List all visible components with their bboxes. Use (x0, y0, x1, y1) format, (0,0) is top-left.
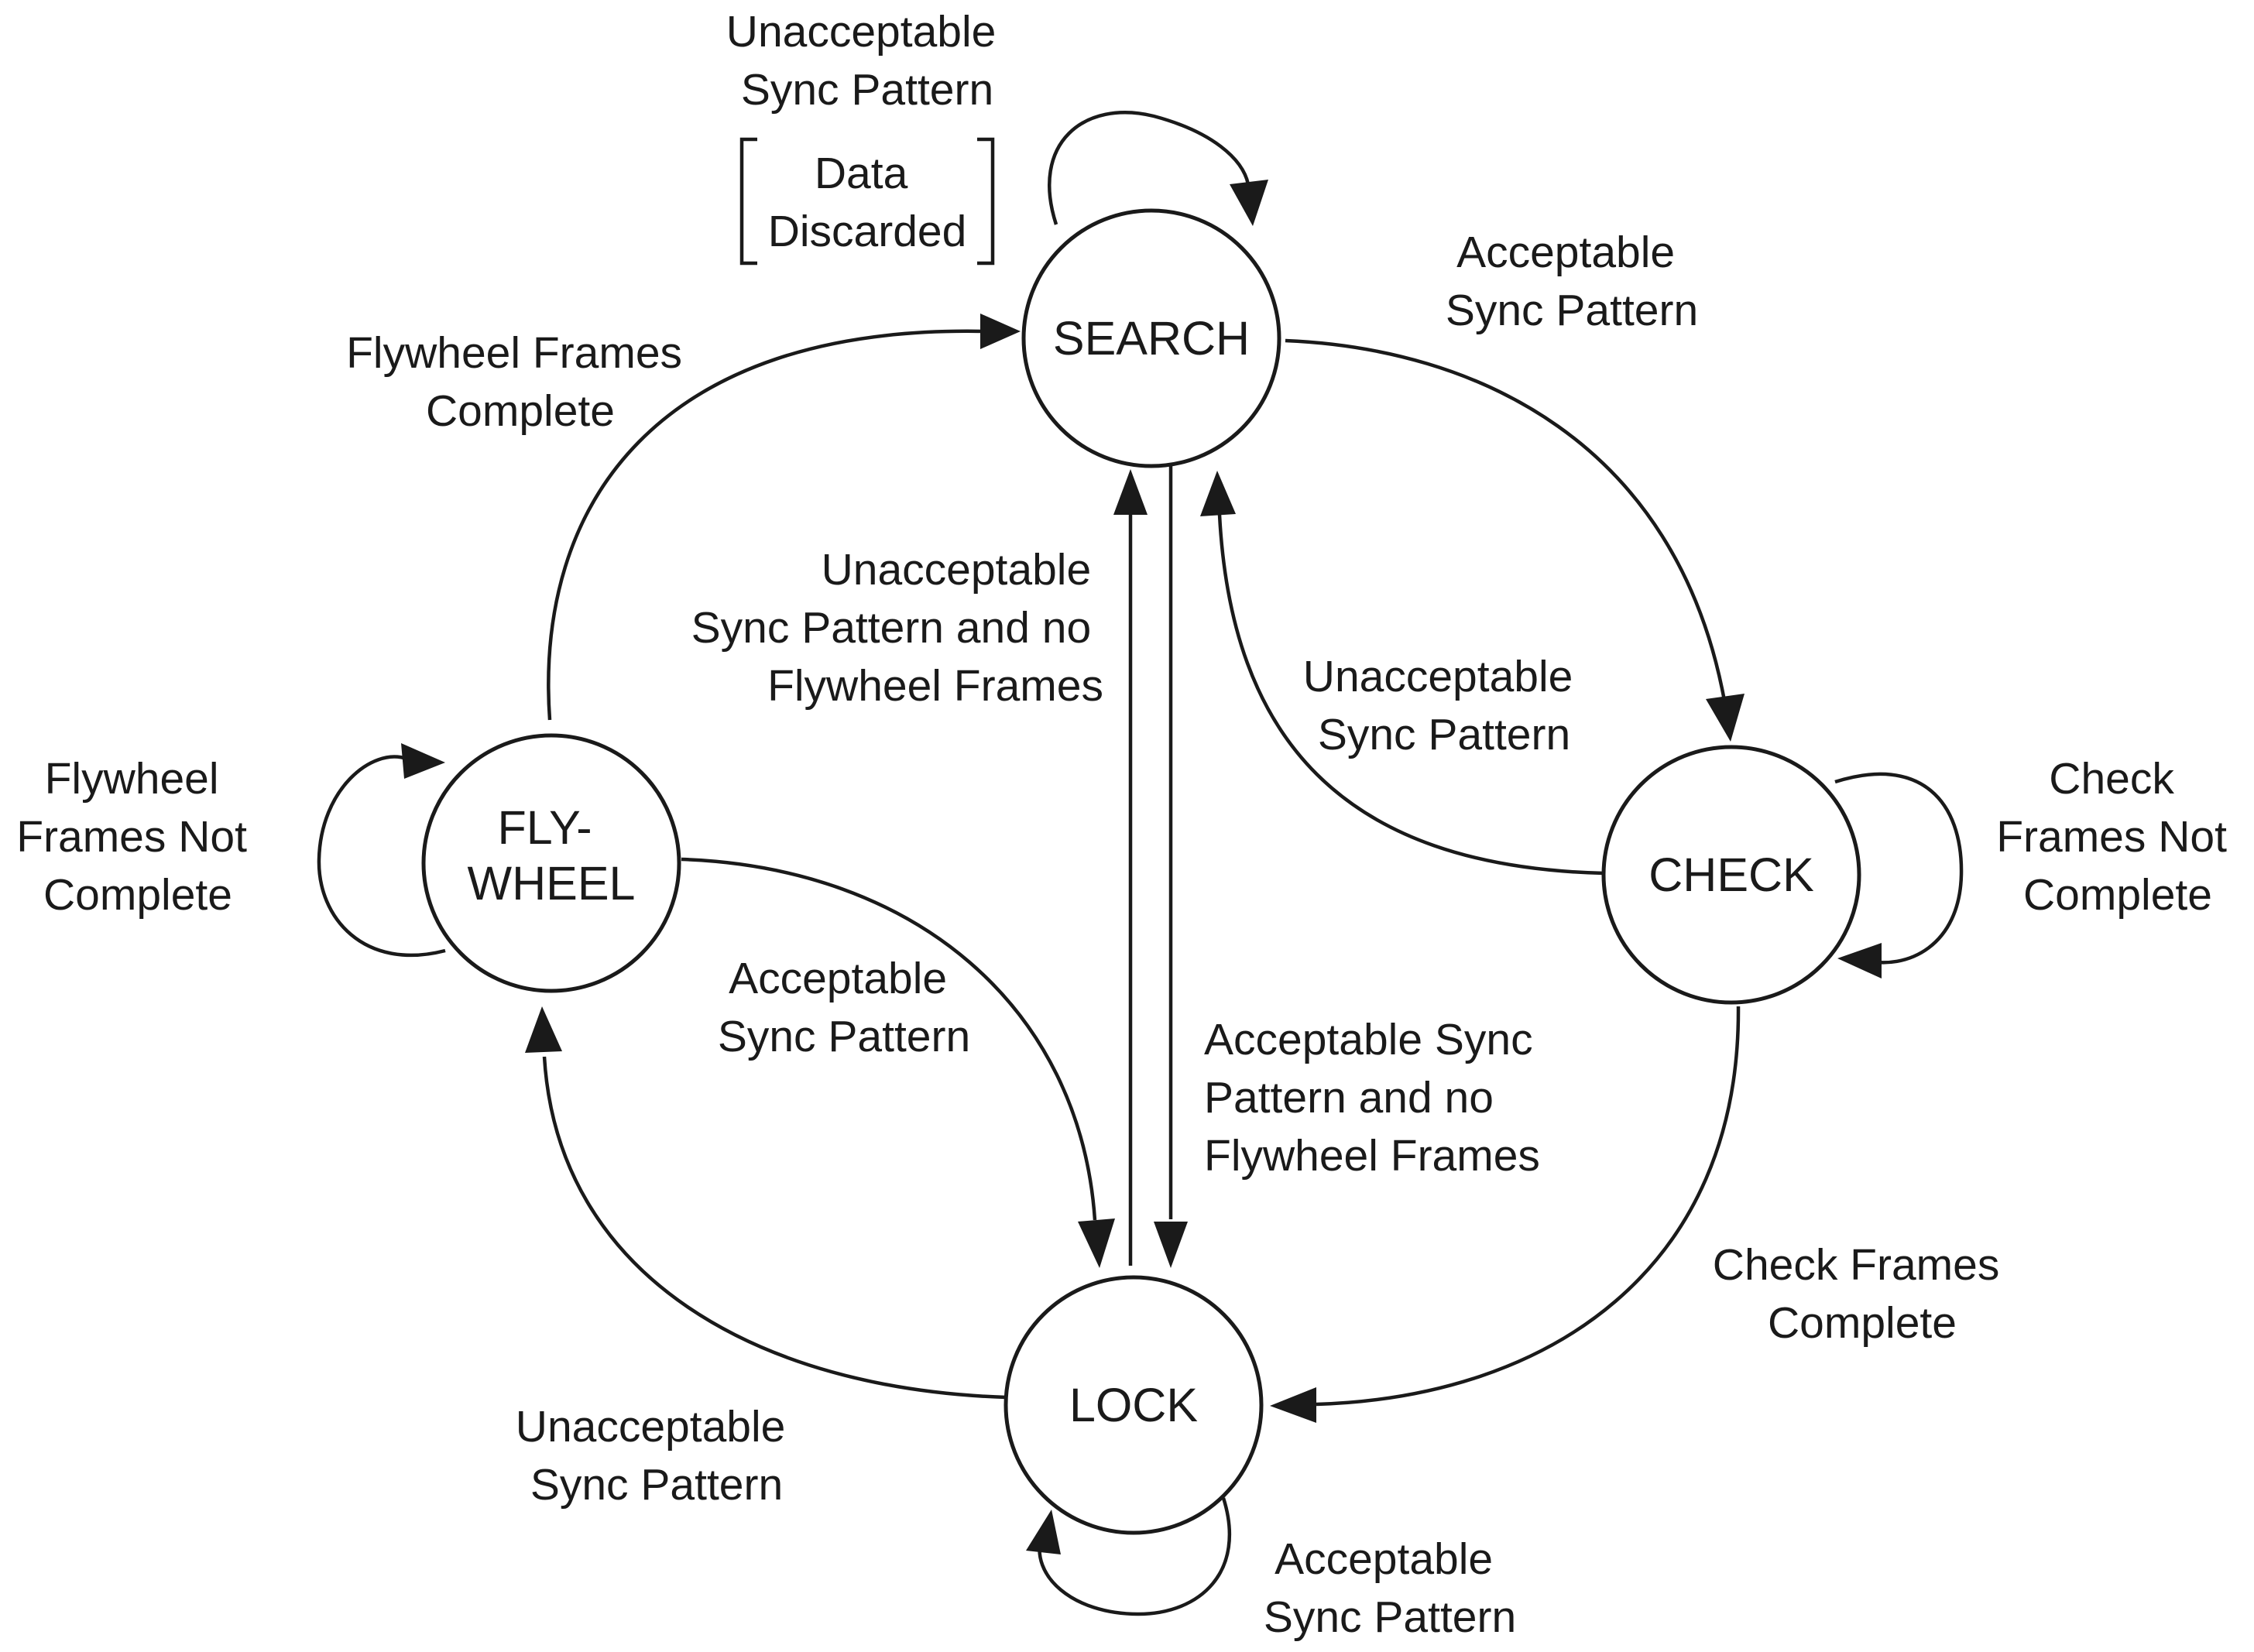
state-search: SEARCH (1021, 208, 1281, 468)
label-check-to-search: Unacceptable Sync Pattern (1303, 652, 1585, 759)
arrowhead (401, 743, 445, 779)
edge-search-to-check (1285, 338, 1727, 701)
edge-check-to-lock (1316, 1006, 1741, 1407)
edge-search-self (1048, 111, 1251, 225)
state-flywheel: FLY- WHEEL (421, 733, 681, 993)
left-bracket (739, 137, 757, 266)
label-search-to-lock: Acceptable Sync Pattern and no Flywheel … (1204, 1015, 1545, 1181)
label-search-self: Unacceptable Sync Pattern (726, 7, 1008, 115)
edge-flywheel-to-search (547, 329, 984, 721)
edge-check-to-search (1217, 514, 1605, 876)
edge-flywheel-self (317, 755, 446, 957)
arrowhead (1270, 1387, 1316, 1423)
arrowhead (980, 314, 1021, 349)
state-check: CHECK (1601, 745, 1861, 1005)
arrowhead (1154, 1222, 1188, 1268)
arrowhead (1200, 471, 1236, 516)
edge-check-self (1834, 772, 1964, 965)
label-check-self: Check Frames Not Complete (1996, 754, 2239, 920)
arrowhead (525, 1006, 562, 1053)
edge-lock-self (1038, 1497, 1232, 1616)
label-lock-to-flywheel: Unacceptable Sync Pattern (516, 1402, 798, 1510)
label-search-to-check: Acceptable Sync Pattern (1446, 228, 1698, 335)
label-flywheel-to-lock: Acceptable Sync Pattern (718, 954, 970, 1061)
arrowhead (1230, 180, 1268, 226)
label-flywheel-to-search: Flywheel Frames Complete (346, 328, 695, 436)
label-lock-self: Acceptable Sync Pattern (1264, 1534, 1516, 1642)
arrowhead (1026, 1510, 1061, 1554)
right-bracket (977, 137, 995, 266)
arrowhead (1706, 694, 1745, 742)
state-check-label: CHECK (1648, 848, 1814, 901)
label-check-to-lock: Check Frames Complete (1713, 1240, 2012, 1348)
label-lock-to-search: Unacceptable Sync Pattern and no Flywhee… (691, 545, 1103, 711)
state-flywheel-label: FLY- WHEEL (468, 801, 636, 910)
arrowhead (1837, 943, 1882, 979)
arrowhead (1078, 1218, 1115, 1268)
edge-flywheel-to-lock (681, 857, 1097, 1221)
state-lock: LOCK (1003, 1275, 1264, 1535)
state-lock-label: LOCK (1069, 1379, 1198, 1431)
edge-lock-to-flywheel (542, 1056, 1007, 1400)
label-data-discarded: Data Discarded (768, 149, 967, 256)
label-flywheel-self: Flywheel Frames Not Complete (16, 754, 259, 920)
arrowhead (1113, 469, 1148, 515)
state-search-label: SEARCH (1053, 312, 1250, 365)
